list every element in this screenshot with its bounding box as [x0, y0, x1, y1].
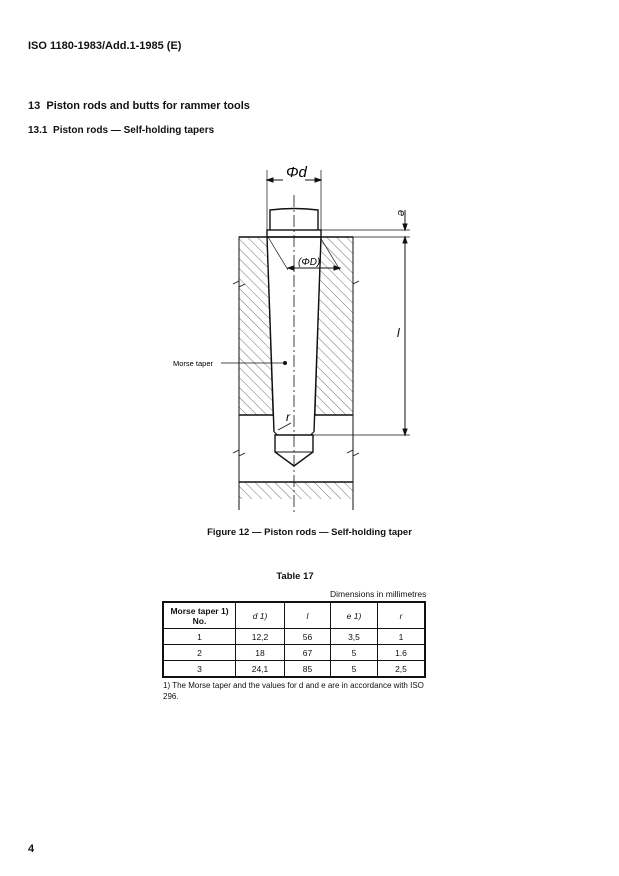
morse-taper-callout: Morse taper: [173, 359, 214, 368]
section-heading: 13 Piston rods and butts for rammer tool…: [28, 100, 250, 112]
table-title: Table 17: [276, 571, 314, 582]
cell: 1.6: [377, 644, 426, 661]
header-morse-taper: Morse taper 1) No.: [162, 601, 236, 629]
e-label: e: [395, 210, 407, 216]
l-label: l: [397, 326, 400, 340]
cell: 5: [330, 660, 378, 678]
diameter-D-label: (ΦD): [298, 257, 320, 268]
header-e: e 1): [330, 601, 378, 629]
cell: 18: [235, 644, 285, 661]
subsection-heading: 13.1 Piston rods — Self-holding tapers: [28, 125, 214, 136]
cell: 24,1: [235, 660, 285, 678]
cell: 3,5: [330, 628, 378, 645]
diameter-d-label: Φd: [286, 164, 308, 181]
section-title: Piston rods and butts for rammer tools: [46, 100, 250, 112]
cell: 3: [162, 660, 236, 678]
document-header: ISO 1180-1983/Add.1-1985 (E): [28, 40, 182, 52]
cell: 2,5: [377, 660, 426, 678]
r-label: r: [286, 410, 291, 424]
header-d: d 1): [235, 601, 285, 629]
cell: 2: [162, 644, 236, 661]
header-r: r: [377, 601, 426, 629]
cell: 85: [284, 660, 331, 678]
table-footnote: 1) The Morse taper and the values for d …: [163, 681, 424, 701]
piston-rod-drawing: Φd (ΦD) e l r Morse taper: [173, 164, 410, 512]
header-l: l: [284, 601, 331, 629]
cell: 67: [284, 644, 331, 661]
cell: 56: [284, 628, 331, 645]
figure-caption: Figure 12 — Piston rods — Self-holding t…: [207, 527, 412, 538]
cell: 1: [162, 628, 236, 645]
section-number: 13: [28, 100, 41, 112]
cell: 1: [377, 628, 426, 645]
cell: 5: [330, 644, 378, 661]
table-units: Dimensions in millimetres: [330, 589, 427, 599]
cell: 12,2: [235, 628, 285, 645]
subsection-title: Piston rods — Self-holding tapers: [53, 125, 215, 136]
table-header-row: Morse taper 1) No. d 1) l e 1) r: [162, 601, 426, 629]
subsection-number: 13.1: [28, 125, 48, 136]
page-number: 4: [28, 843, 35, 855]
